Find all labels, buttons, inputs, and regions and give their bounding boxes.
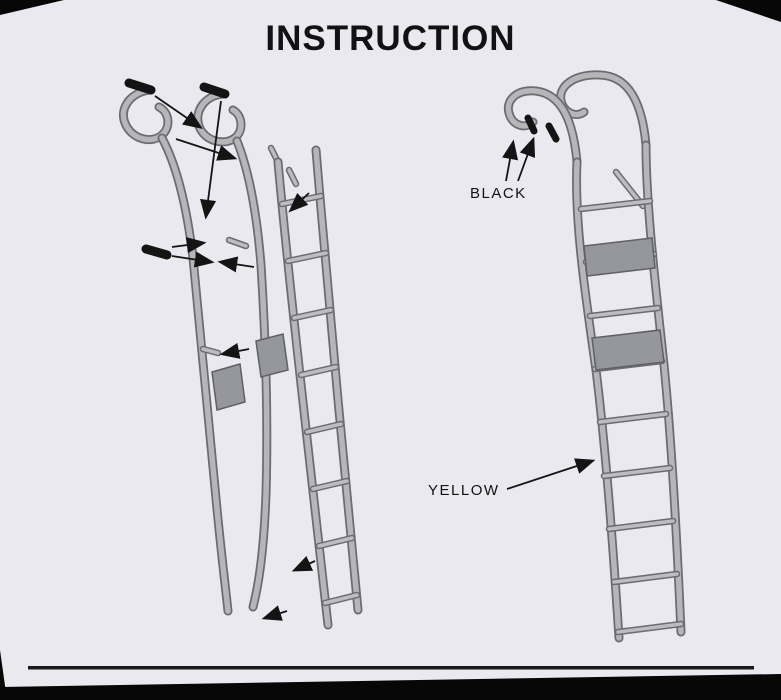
assembly-arrows <box>154 95 316 621</box>
step-mounted <box>583 237 656 277</box>
bottom-rule <box>28 666 754 670</box>
black-grip-part <box>199 82 230 99</box>
label-arrows <box>502 136 596 490</box>
black-grip-mounted <box>545 122 560 143</box>
step-part <box>255 333 289 378</box>
label-black: BLACK <box>470 185 527 202</box>
label-yellow: YELLOW <box>428 482 500 499</box>
exploded-view-drawing <box>123 78 358 625</box>
black-grip-mounted <box>524 114 538 135</box>
rung-ladder-part <box>267 144 358 625</box>
black-grip-part <box>124 78 156 95</box>
page-title: INSTRUCTION <box>265 19 516 58</box>
black-grip-part <box>141 244 172 260</box>
step-part <box>211 363 246 411</box>
step-mounted <box>591 329 665 371</box>
assembled-ladder-drawing <box>502 75 681 638</box>
